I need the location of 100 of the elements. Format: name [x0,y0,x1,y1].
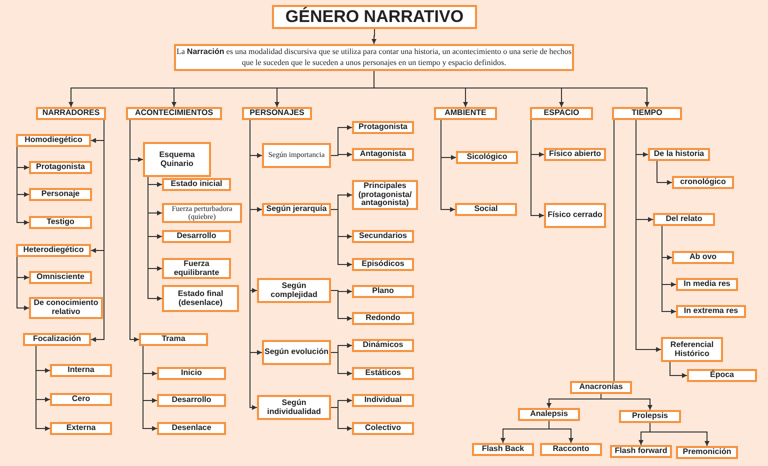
concept-box [50,393,112,406]
connector-arrow [650,422,710,446]
concept-label: Desarrollo [176,232,216,241]
concept-box [612,107,682,120]
concept-label: Focalización [32,335,81,344]
concept-label: Estado final (desenlace) [176,290,224,308]
concept-box [672,176,734,189]
concept-label: Omnisciente [36,273,84,282]
connector-arrow [148,176,162,301]
concept-label: Según individualidad [266,398,322,416]
concept-label: Interna [68,366,94,375]
connector-arrow [600,394,652,410]
connector-arrow [670,362,688,378]
concept-label: Anacronías [579,383,623,392]
concept-label: TIEMPO [632,109,662,118]
connector-arrow [656,160,672,185]
concept-box [29,271,92,284]
concept-label: Heterodiegético [23,246,84,255]
concept-box [50,422,112,435]
concept-label: Plano [372,287,394,296]
connector-arrow [440,120,456,212]
connector-arrow [548,420,574,444]
concept-box [456,151,518,164]
concept-label: Externa [66,424,96,433]
concept-label: De conocimiento relativo [32,299,100,317]
concept-box [352,230,414,243]
concept-label: Desarrollo [172,396,212,405]
concept-label: Principales (protagonista/ antagonista) [357,182,413,208]
connector-arrow [330,152,352,157]
concept-label: Fuerza equilibrante [172,260,220,278]
concept-box [29,216,92,229]
concept-box [619,410,681,423]
concept-box [139,333,208,346]
concept-label: ACONTECIMIENTOS [134,109,214,118]
concept-label: Colectivo [364,424,401,433]
concept-box [257,395,331,420]
concept-label: Dinámicos [362,341,404,350]
concept-box [676,446,738,459]
concept-box [29,188,92,201]
concept-label: Estáticos [365,369,401,378]
concept-box [352,312,414,325]
concept-box [162,285,239,312]
concept-box [540,443,602,456]
concept-label: Referencial Histórico [669,340,715,358]
concept-label: De la historia [654,150,704,159]
concept-box [157,422,226,435]
concept-label: Ab ovo [689,253,717,262]
connector-arrow [330,352,352,376]
concept-box [257,278,331,303]
concept-box [352,367,414,380]
concept-box [262,143,331,168]
concept-label: Homodiegético [24,136,82,145]
concept-label: Cero [72,395,90,404]
connector-arrow [142,346,158,431]
concept-label: Estado inicial [170,180,222,189]
connector-arrow [372,28,376,44]
concept-label: ESPACIO [544,109,580,118]
concept-box [352,339,414,352]
concept-label: AMBIENTE [444,109,486,118]
concept-box [29,297,103,319]
concept-box [126,107,222,120]
connector-arrow [90,120,104,342]
concept-box [23,333,91,346]
concept-label: Episódicos [362,260,404,269]
concept-box [610,445,672,458]
concept-box [242,107,312,120]
concept-box [262,203,331,216]
connector-arrow [662,226,676,314]
connector-arrow [130,120,140,342]
title-box [272,5,477,29]
concept-label: Analepsis [530,410,568,419]
concept-box [672,251,734,264]
concept-box [455,203,517,216]
concept-box [29,161,92,174]
concept-label: Personaje [41,190,80,199]
concept-label: Flash forward [614,447,668,456]
concept-label: Racconto [552,445,590,454]
concept-box [157,367,226,380]
concept-label: Esquema Quinario [158,150,196,168]
concept-label: Protagonista [358,123,408,132]
connector-arrow [36,346,50,431]
connector-arrow [250,120,258,410]
concept-label: Del relato [666,215,702,224]
concept-box [157,394,226,407]
concept-label: In extrema res [684,307,738,316]
concept-label: Protagonista [36,163,85,172]
concept-label: Trama [162,335,186,344]
concept-box [544,203,606,228]
title-text: GÉNERO NARRATIVO [285,8,464,26]
concept-box [352,394,414,407]
concept-box [518,408,580,421]
concept-box [162,178,231,191]
concept-label: Época [710,371,734,380]
concept-box [16,244,91,257]
concept-box [143,142,211,177]
connector-arrow [330,290,352,321]
concept-box [352,285,414,298]
concept-box [352,148,414,161]
concept-label: PERSONAJES [250,109,304,118]
concept-label: Inicio [181,369,202,378]
